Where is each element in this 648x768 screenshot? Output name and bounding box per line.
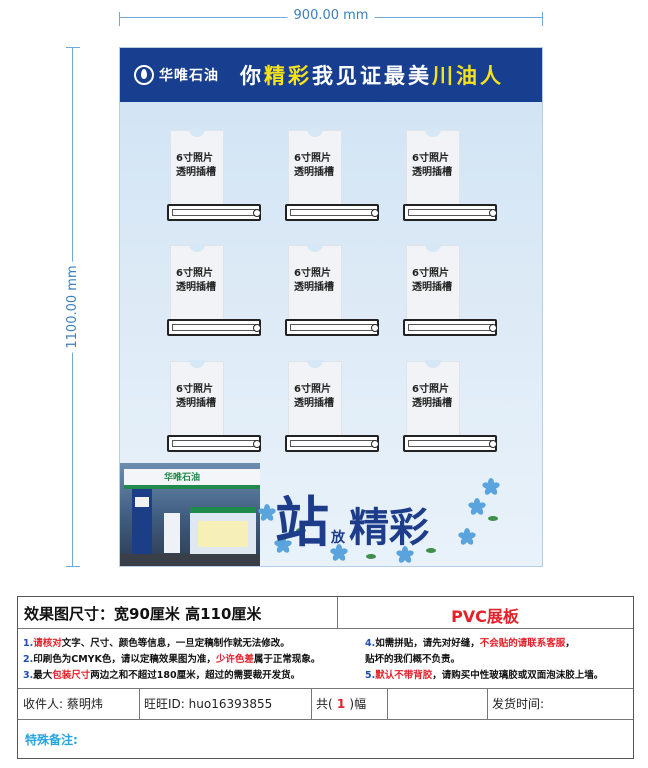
slogan-middle: 我见证最美 — [312, 63, 432, 88]
notes-right: 4.如需拼贴，请先对好缝，不会贴的请联系客服， 贴坏的我们概不负责。 5.默认不… — [365, 636, 603, 684]
note-4-cont: 贴坏的我们概不负责。 — [365, 654, 461, 665]
photo-slot-caption: 6寸照片透明插槽 — [412, 384, 452, 409]
height-dimension: 1100.00 mm — [60, 47, 81, 567]
photo-placeholder — [288, 129, 342, 206]
photo-slot: 6寸照片透明插槽 — [285, 360, 402, 475]
photo-slot: 6寸照片透明插槽 — [285, 244, 402, 359]
photo-slot-caption: 6寸照片透明插槽 — [412, 268, 452, 293]
photo-placeholder — [288, 360, 342, 437]
caption-rail — [403, 319, 497, 336]
leaf-icon — [488, 516, 498, 521]
station-canopy: 华唯石油 — [124, 469, 260, 489]
height-label: 1100.00 mm — [65, 261, 81, 353]
photo-slot: 6寸照片透明插槽 — [403, 360, 520, 475]
note-3: 3.最大包装尺寸两边之和不超过180厘米，超过的需要裁开发货。 — [23, 670, 301, 681]
caption-rail — [167, 204, 261, 221]
photo-slot: 6寸照片透明插槽 — [167, 244, 284, 359]
flower-icon — [395, 546, 415, 565]
leaf-icon — [296, 528, 306, 533]
display-board: 华唯石油 你精彩我见证最美川油人 6寸照片透明插槽 6寸照片透明插槽 6寸照片透… — [119, 47, 543, 567]
width-label: 900.00 mm — [287, 8, 375, 23]
note-5: 5.默认不带背胶，请购买中性玻璃胶或双面泡沫胶上墙。 — [365, 670, 604, 681]
flower-icon — [273, 536, 293, 555]
photo-placeholder — [170, 244, 224, 321]
photo-slot-caption: 6寸照片透明插槽 — [294, 384, 334, 409]
company-logo: 华唯石油 — [134, 65, 219, 85]
photo-slot: 6寸照片透明插槽 — [403, 129, 520, 244]
photo-placeholder — [170, 360, 224, 437]
photo-slot: 6寸照片透明插槽 — [285, 129, 402, 244]
caption-rail — [285, 435, 379, 452]
size-row: 效果图尺寸：宽90厘米 高110厘米 PVC展板 — [18, 597, 633, 629]
calligraphy-title: 站放精彩 — [275, 478, 429, 557]
calligraphy-small: 放 — [331, 529, 345, 546]
piece-count: 共( 1 )幅 — [316, 697, 367, 711]
note-4: 4.如需拼贴，请先对好缝，不会贴的请联系客服， — [365, 638, 575, 649]
slogan-highlight-1: 精彩 — [264, 63, 312, 88]
notes-row: 1.请核对文字、尺寸、颜色等信息，一旦定稿制作就无法修改。 2.印刷色为CMYK… — [18, 629, 633, 689]
caption-rail — [403, 435, 497, 452]
note-2: 2.印刷色为CMYK色，请以定稿效果图为准，少许色差属于正常现象。 — [23, 654, 321, 665]
width-tick-right — [542, 12, 543, 26]
height-tick-bottom — [66, 566, 80, 567]
remark-row: 特殊备注: — [18, 720, 633, 758]
logo-text: 华唯石油 — [159, 68, 219, 84]
special-remark: 特殊备注: — [25, 733, 78, 747]
recipient: 收件人: 蔡明炜 — [23, 697, 103, 711]
flower-icon — [329, 544, 349, 563]
caption-rail — [167, 435, 261, 452]
board-header: 华唯石油 你精彩我见证最美川油人 — [120, 48, 542, 102]
photo-slot-caption: 6寸照片透明插槽 — [176, 268, 216, 293]
photo-slot-caption: 6寸照片透明插槽 — [176, 153, 216, 178]
order-info-table: 效果图尺寸：宽90厘米 高110厘米 PVC展板 1.请核对文字、尺寸、颜色等信… — [17, 596, 634, 759]
height-tick-top — [66, 47, 80, 48]
station-sign: 华唯石油 — [164, 473, 201, 483]
photo-slot-caption: 6寸照片透明插槽 — [176, 384, 216, 409]
station-sign-pole — [132, 489, 152, 566]
station-ground — [120, 554, 260, 566]
slogan-prefix: 你 — [240, 63, 264, 88]
divider — [311, 689, 312, 719]
photo-slot-caption: 6寸照片透明插槽 — [294, 153, 334, 178]
product-size: 效果图尺寸：宽90厘米 高110厘米 — [24, 605, 262, 623]
slogan-highlight-2: 川油人 — [432, 63, 504, 88]
gas-station-photo: 华唯石油 — [120, 463, 260, 566]
width-dimension: 900.00 mm — [119, 8, 543, 28]
flower-icon — [481, 478, 501, 497]
wangwang-id: 旺旺ID: huo16393855 — [144, 697, 273, 711]
photo-slot-caption: 6寸照片透明插槽 — [412, 153, 452, 178]
divider — [387, 689, 388, 719]
notes-left: 1.请核对文字、尺寸、颜色等信息，一旦定稿制作就无法修改。 2.印刷色为CMYK… — [23, 636, 320, 684]
leaf-icon — [366, 554, 376, 559]
note-1: 1.请核对文字、尺寸、颜色等信息，一旦定稿制作就无法修改。 — [23, 638, 290, 649]
caption-rail — [403, 204, 497, 221]
board-slogan: 你精彩我见证最美川油人 — [240, 60, 504, 90]
divider — [337, 597, 338, 628]
photo-slot-caption: 6寸照片透明插槽 — [294, 268, 334, 293]
logo-drop-icon — [134, 65, 154, 85]
calligraphy-char-1: 站 — [275, 490, 329, 554]
leaf-icon — [426, 548, 436, 553]
product-type: PVC展板 — [451, 607, 519, 626]
photo-slot: 6寸照片透明插槽 — [167, 360, 284, 475]
calligraphy-char-2: 精彩 — [349, 504, 429, 551]
width-tick-left — [119, 12, 120, 26]
photo-slot: 6寸照片透明插槽 — [167, 129, 284, 244]
recipient-row: 收件人: 蔡明炜 旺旺ID: huo16393855 共( 1 )幅 发货时间: — [18, 689, 633, 720]
photo-slot: 6寸照片透明插槽 — [403, 244, 520, 359]
flower-icon — [457, 528, 477, 547]
photo-placeholder — [406, 244, 460, 321]
photo-placeholder — [406, 360, 460, 437]
caption-rail — [285, 319, 379, 336]
fuel-pump — [164, 513, 180, 553]
flower-icon — [467, 498, 487, 517]
divider — [139, 689, 140, 719]
flower-decoration — [256, 458, 506, 566]
divider — [487, 689, 488, 719]
station-shop — [190, 507, 256, 557]
caption-rail — [285, 204, 379, 221]
flower-icon — [257, 504, 277, 523]
ship-time: 发货时间: — [492, 697, 545, 711]
caption-rail — [167, 319, 261, 336]
